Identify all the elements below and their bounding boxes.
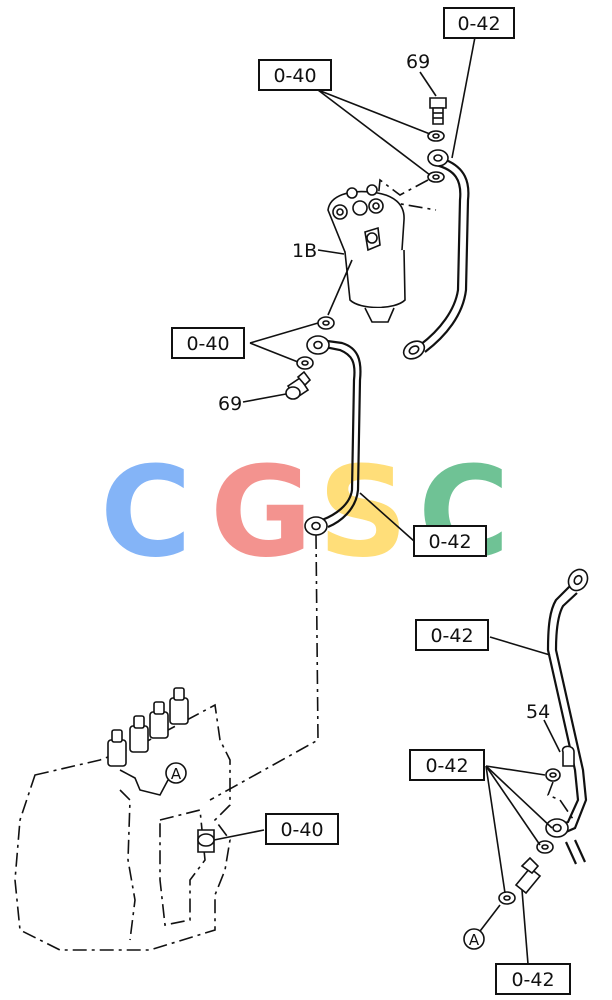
- lower-right-pipe: [546, 568, 589, 865]
- view-marker-a-pump: A: [165, 762, 187, 784]
- watermark-letter-3: S: [318, 440, 408, 585]
- top-washers: [427, 130, 445, 183]
- callout-right-washers: 0-42: [409, 749, 485, 781]
- watermark-letter-2: G: [210, 440, 313, 585]
- svg-text:0-42: 0-42: [428, 531, 471, 553]
- svg-text:0-40: 0-40: [280, 819, 323, 841]
- svg-text:A: A: [171, 765, 182, 783]
- callout-top-washers: 0-40: [258, 59, 332, 91]
- watermark-letter-1: C: [100, 440, 192, 585]
- svg-text:0-40: 0-40: [273, 65, 316, 87]
- middle-fuel-pipe: [304, 335, 362, 536]
- callout-top-bolt: 69: [406, 51, 430, 73]
- watermark: C G S C: [100, 440, 510, 585]
- leader-lines: [213, 36, 561, 965]
- middle-bolt: [285, 370, 312, 400]
- callout-bottom-pipe: 0-42: [495, 963, 571, 995]
- svg-text:0-42: 0-42: [425, 755, 468, 777]
- callout-top-pipe: 0-42: [443, 7, 515, 39]
- svg-text:0-42: 0-42: [457, 13, 500, 35]
- middle-washers: [296, 316, 335, 370]
- svg-text:0-40: 0-40: [186, 333, 229, 355]
- callout-pump-washer: 0-40: [265, 813, 339, 845]
- injection-pump: [14, 687, 231, 951]
- fuel-filter: [327, 184, 406, 323]
- svg-text:A: A: [469, 931, 480, 949]
- pump-plungers: [107, 687, 189, 767]
- svg-text:0-42: 0-42: [511, 969, 554, 991]
- callout-right-pipe: 0-42: [415, 619, 489, 651]
- top-fuel-pipe: [402, 149, 470, 360]
- callout-mid-washers: 0-40: [171, 327, 245, 359]
- svg-text:0-42: 0-42: [430, 625, 473, 647]
- callout-filter: 1B: [292, 240, 317, 262]
- callout-mid-pipe: 0-42: [413, 525, 487, 557]
- watermark-letter-4: C: [418, 440, 510, 585]
- lower-right-fittings: [498, 745, 576, 905]
- top-bolt: [429, 97, 447, 125]
- callout-mid-bolt: 69: [218, 393, 242, 415]
- view-marker-a-right: A: [463, 928, 485, 950]
- callout-right-bolt: 54: [526, 701, 550, 723]
